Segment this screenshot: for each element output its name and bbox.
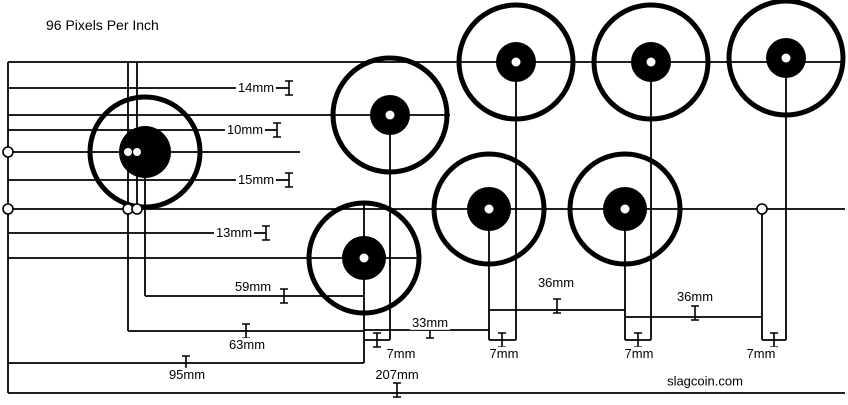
dim-label-row-offset-10mm: 10mm: [224, 121, 266, 138]
dim-label-gap-36mm-a: 36mm: [535, 274, 577, 291]
dim-label-row-offset-15mm: 15mm: [235, 171, 277, 188]
button-row2-a-point: [484, 204, 494, 214]
button-row1-c-point: [781, 53, 791, 63]
marker-left-mid-line: [2, 203, 14, 215]
dim-label-span-63mm: 63mm: [226, 336, 268, 353]
dim-label-stagger-7mm-1: 7mm: [384, 345, 418, 362]
tick-10mm: [273, 122, 281, 138]
joystick-ball: [119, 126, 171, 178]
marker-left-joystick-line: [2, 146, 14, 158]
dim-label-stagger-7mm-4: 7mm: [744, 345, 778, 362]
reference-markers: [2, 146, 768, 215]
tick-207mm: [393, 382, 401, 398]
marker-joystick-b: [131, 203, 143, 215]
dim-label-stagger-7mm-2: 7mm: [487, 345, 521, 362]
dim-label-stagger-7mm-3: 7mm: [622, 345, 656, 362]
marker-row2-c: [756, 203, 768, 215]
dim-label-span-95mm: 95mm: [166, 366, 208, 383]
page-title: 96 Pixels Per Inch: [46, 17, 159, 33]
watermark: slagcoin.com: [667, 373, 743, 389]
tick-13mm: [262, 225, 270, 241]
center-point-dots: [124, 53, 791, 263]
tick-36mm-a: [553, 298, 561, 314]
button-row1-a-point: [511, 57, 521, 67]
tick-59mm: [280, 288, 288, 304]
button-row1-b-point: [646, 57, 656, 67]
button-mid-bottom-point: [359, 253, 369, 263]
tick-7mm-1: [373, 332, 381, 348]
button-row2-b-point: [620, 204, 630, 214]
dim-label-gap-33mm: 33mm: [409, 314, 451, 331]
dim-label-span-59mm: 59mm: [232, 278, 274, 295]
tick-36mm-b: [691, 305, 699, 321]
joystick-point-b: [133, 148, 141, 156]
dim-label-row-offset-14mm: 14mm: [235, 79, 277, 96]
joystick-point-a: [124, 148, 132, 156]
dim-label-row-offset-13mm: 13mm: [213, 224, 255, 241]
button-mid-top-point: [385, 110, 395, 120]
tick-15mm: [285, 172, 293, 188]
measurement-lines: [7, 58, 845, 394]
dim-label-span-207mm: 207mm: [373, 366, 421, 383]
dim-label-gap-36mm-b: 36mm: [674, 288, 716, 305]
outer-rings: [87, 0, 846, 316]
tick-14mm: [285, 80, 293, 96]
